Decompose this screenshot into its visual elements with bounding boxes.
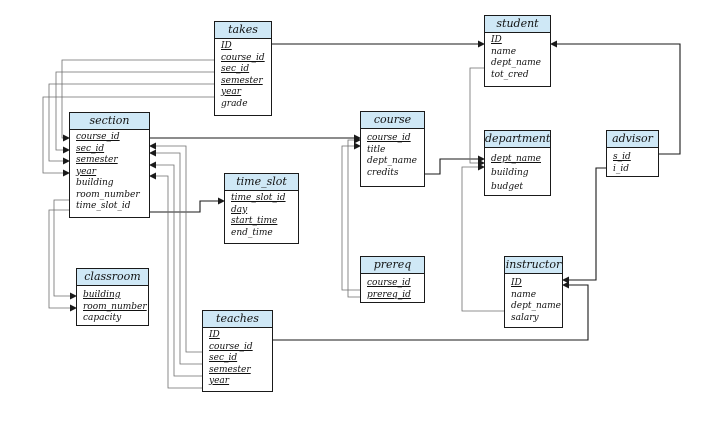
field-instructor-id: ID bbox=[511, 278, 522, 288]
link-advisor-student bbox=[550, 40, 681, 155]
table-department-title: department bbox=[485, 131, 550, 148]
field-section-building: building bbox=[76, 178, 114, 188]
field-takes-course-id: course_id bbox=[221, 52, 265, 63]
link-section-classroom-room bbox=[48, 209, 77, 312]
link-teaches-section-semester bbox=[149, 161, 202, 377]
field-classroom-capacity: capacity bbox=[83, 313, 122, 323]
field-advisor-i-id: i_id bbox=[613, 163, 630, 174]
field-section-year: year bbox=[76, 166, 97, 177]
field-classroom-room-number: room_number bbox=[83, 301, 147, 312]
link-takes-section-course-id bbox=[61, 59, 214, 142]
link-advisor-instructor bbox=[562, 167, 606, 284]
field-student-id: ID bbox=[491, 35, 502, 45]
table-student: student ID name dept_name tot_cred bbox=[484, 15, 551, 87]
field-department-building: building bbox=[491, 168, 529, 178]
link-teaches-section-sec-id bbox=[149, 149, 202, 365]
field-teaches-id: ID bbox=[209, 330, 220, 340]
field-takes-id: ID bbox=[221, 41, 232, 51]
field-course-course-id: course_id bbox=[367, 133, 411, 143]
field-takes-sec-id: sec_id bbox=[221, 64, 250, 74]
link-takes-section-sec-id bbox=[55, 71, 214, 154]
table-teaches-title: teaches bbox=[203, 311, 272, 328]
field-student-dept-name: dept_name bbox=[491, 58, 541, 68]
link-course-department bbox=[425, 155, 485, 175]
table-section-title: section bbox=[70, 113, 149, 130]
field-section-room-number: room_number bbox=[76, 189, 140, 200]
field-takes-grade: grade bbox=[221, 98, 248, 109]
field-time-slot-day: day bbox=[231, 204, 248, 215]
link-takes-section-semester bbox=[48, 83, 214, 165]
field-instructor-dept-name: dept_name bbox=[511, 301, 561, 311]
table-time-slot-title: time_slot bbox=[225, 174, 298, 191]
field-teaches-semester: semester bbox=[209, 364, 251, 375]
field-department-dept-name: dept_name bbox=[491, 154, 541, 164]
table-time-slot: time_slot time_slot_id day start_time en… bbox=[224, 173, 299, 244]
table-instructor: instructor ID name dept_name salary bbox=[504, 256, 563, 328]
table-takes-title: takes bbox=[215, 22, 271, 39]
field-teaches-year: year bbox=[209, 376, 230, 386]
table-course: course course_id title dept_name credits bbox=[360, 111, 425, 187]
field-time-slot-end-time: end_time bbox=[231, 227, 273, 238]
table-advisor: advisor s_id i_id bbox=[606, 130, 659, 177]
link-instructor-department bbox=[461, 163, 504, 312]
field-section-semester: semester bbox=[76, 155, 118, 165]
table-student-title: student bbox=[485, 16, 550, 33]
field-student-tot-cred: tot_cred bbox=[491, 69, 529, 80]
field-course-title: title bbox=[367, 144, 386, 155]
link-teaches-section-year bbox=[149, 172, 202, 389]
field-time-slot-start-time: start_time bbox=[231, 216, 278, 226]
table-section: section course_id sec_id semester year b… bbox=[69, 112, 150, 218]
table-instructor-title: instructor bbox=[505, 257, 562, 274]
field-teaches-sec-id: sec_id bbox=[209, 353, 238, 363]
field-instructor-salary: salary bbox=[511, 312, 539, 323]
field-teaches-course-id: course_id bbox=[209, 341, 253, 352]
table-prereq-title: prereq bbox=[361, 257, 424, 274]
link-teaches-instructor bbox=[273, 281, 589, 341]
field-department-budget: budget bbox=[491, 182, 524, 192]
field-takes-semester: semester bbox=[221, 75, 263, 86]
table-teaches: teaches ID course_id sec_id semester yea… bbox=[202, 310, 273, 392]
link-teaches-section-course-id bbox=[149, 142, 202, 353]
table-takes: takes ID course_id sec_id semester year … bbox=[214, 21, 272, 116]
field-prereq-course-id: course_id bbox=[367, 278, 411, 288]
table-classroom-title: classroom bbox=[77, 269, 148, 286]
field-course-credits: credits bbox=[367, 167, 399, 178]
table-prereq: prereq course_id prereq_id bbox=[360, 256, 425, 303]
table-advisor-title: advisor bbox=[607, 131, 658, 148]
field-takes-year: year bbox=[221, 87, 242, 97]
field-classroom-building: building bbox=[83, 290, 121, 300]
link-prereq-course-id bbox=[341, 142, 361, 291]
field-advisor-s-id: s_id bbox=[613, 152, 631, 162]
field-prereq-prereq-id: prereq_id bbox=[367, 289, 411, 300]
link-takes-section-year bbox=[42, 96, 214, 177]
field-course-dept-name: dept_name bbox=[367, 156, 417, 166]
table-classroom: classroom building room_number capacity bbox=[76, 268, 149, 326]
field-student-name: name bbox=[491, 46, 517, 57]
field-instructor-name: name bbox=[511, 289, 537, 300]
field-section-sec-id: sec_id bbox=[76, 143, 105, 154]
field-section-time-slot-id: time_slot_id bbox=[76, 201, 131, 211]
table-course-title: course bbox=[361, 112, 424, 129]
link-prereq-prereq-id bbox=[347, 136, 361, 298]
table-department: department dept_name building budget bbox=[484, 130, 551, 196]
link-section-time-slot bbox=[150, 197, 225, 213]
link-section-classroom-building bbox=[53, 199, 77, 300]
link-student-department bbox=[469, 67, 485, 167]
field-section-course-id: course_id bbox=[76, 132, 120, 142]
field-time-slot-time-slot-id: time_slot_id bbox=[231, 193, 286, 203]
